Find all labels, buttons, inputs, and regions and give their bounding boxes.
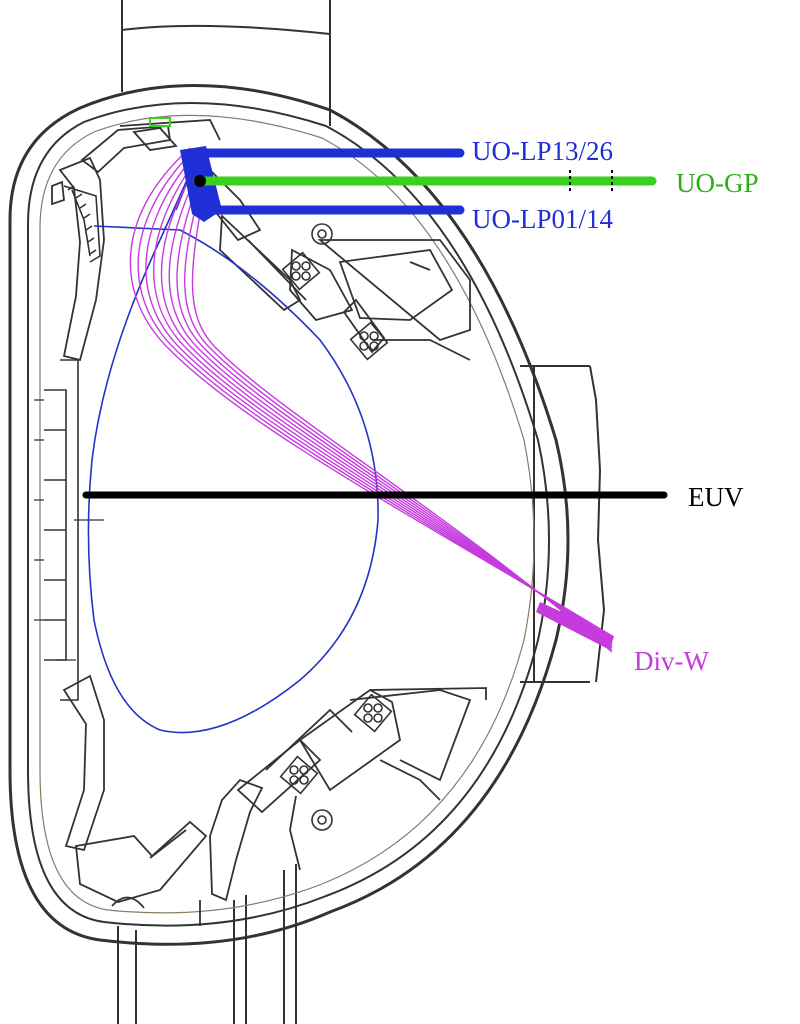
- inner-wall-tiles: [34, 359, 104, 701]
- uo-lp13-label: UO-LP13/26: [472, 136, 613, 166]
- gp-probe-markers: [569, 170, 613, 192]
- uo-gp-label: UO-GP: [676, 168, 759, 198]
- upper-port: [121, 0, 331, 126]
- lower-divertor-fittings: [279, 693, 393, 831]
- div-w-beam-end: [536, 602, 614, 650]
- uo-lp01-label: UO-LP01/14: [472, 204, 613, 234]
- euv-label: EUV: [688, 482, 744, 512]
- gp-probe-tip: [194, 175, 206, 187]
- div-w-label: Div-W: [634, 646, 709, 676]
- upper-divertor-fittings: [281, 223, 389, 361]
- upper-left-coil: [63, 185, 101, 263]
- div-w-sightlines: [129, 147, 613, 653]
- lower-divertor: [62, 674, 487, 926]
